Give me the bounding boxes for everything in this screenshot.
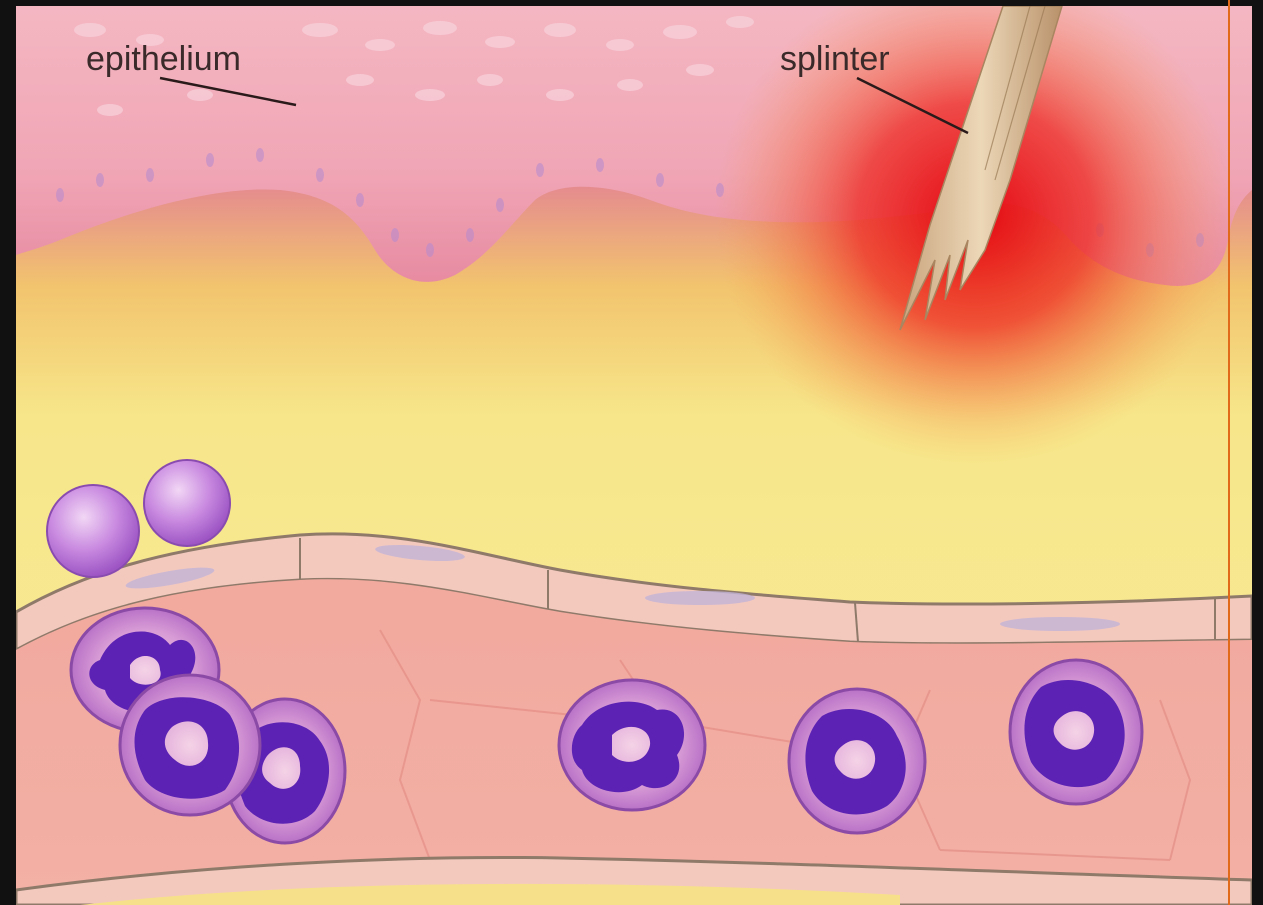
purple-sphere-icon [47,485,139,577]
neutrophil-icon [559,680,705,810]
splinter-label: splinter [780,40,890,78]
right-border [1228,0,1230,905]
neutrophil-icon [120,675,260,815]
neutrophil-icon [789,689,925,833]
purple-sphere-icon [144,460,230,546]
epithelium-label: epithelium [86,40,241,78]
neutrophil-icon [1010,660,1142,804]
